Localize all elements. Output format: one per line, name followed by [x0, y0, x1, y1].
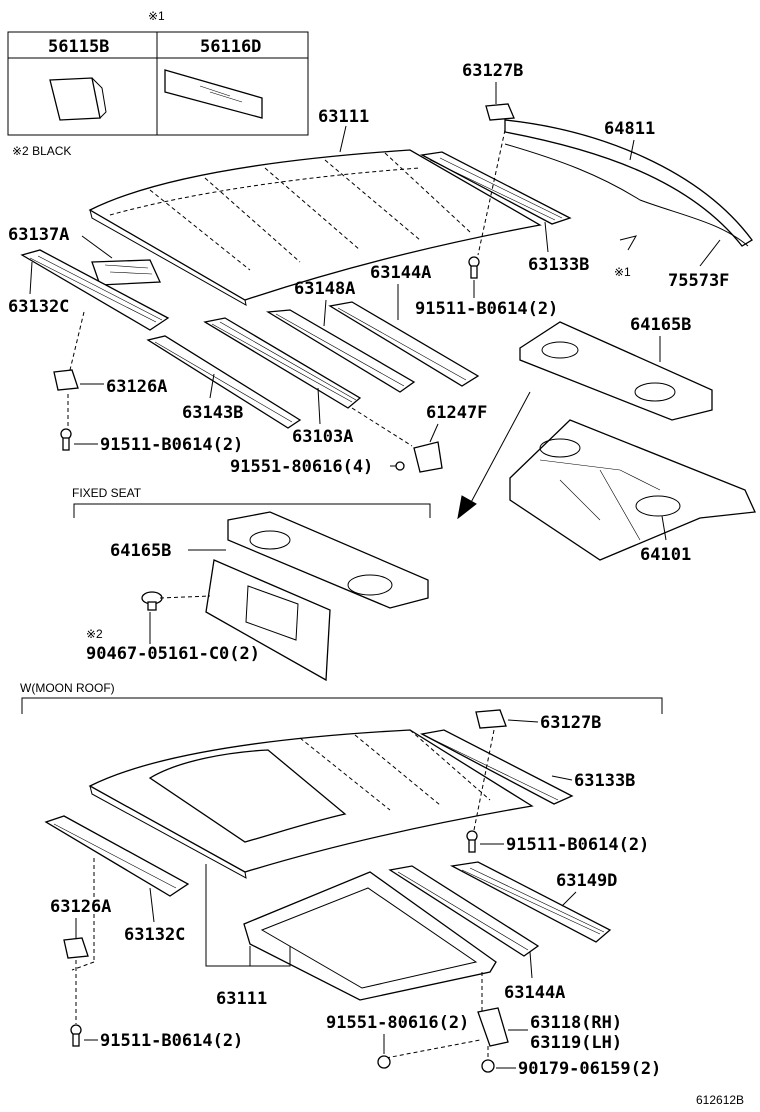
label-63111-top: 63111	[318, 107, 369, 127]
note-box-frame	[7, 31, 309, 136]
label-91511-bot-left: 91511-B0614(2)	[100, 1031, 243, 1051]
label-63144a-top: 63144A	[370, 263, 431, 283]
section-fixed-seat: FIXED SEAT	[72, 486, 142, 500]
package-tray-64165b-fixed	[205, 511, 429, 682]
mark-1-small: ※1	[614, 265, 631, 279]
bracket-63118-63119	[477, 1007, 509, 1047]
label-63133b-bot: 63133B	[574, 771, 635, 791]
assembly-arrow	[467, 391, 531, 509]
label-91551-top: 91551-80616(4)	[230, 457, 373, 477]
sunroof-housing	[243, 871, 497, 1001]
label-63119: 63119(LH)	[530, 1033, 622, 1053]
roof-bow-63103a	[203, 317, 362, 409]
bolt-91511-bot-left	[70, 1024, 82, 1047]
label-63127b-bot: 63127B	[540, 713, 601, 733]
note-box-col1: 56115B	[48, 37, 109, 57]
note-box: ※1 56115B 56116D ※2 BLACK	[7, 9, 309, 158]
clip-56116d-drawing	[164, 69, 263, 119]
label-64165b-top: 64165B	[630, 315, 691, 335]
clip-56115b-drawing	[49, 77, 101, 121]
nut-90179	[481, 1059, 495, 1073]
label-63118: 63118(RH)	[530, 1013, 622, 1033]
roof-bow-63143b	[146, 335, 302, 429]
label-63132c-bot: 63132C	[124, 925, 185, 945]
clip-63126a-top	[53, 369, 79, 391]
nut-91551-bot	[377, 1055, 391, 1069]
nut-91551-top	[395, 461, 405, 471]
label-63126a-bot: 63126A	[50, 897, 111, 917]
label-63127b-top: 63127B	[462, 61, 523, 81]
label-63148a: 63148A	[294, 279, 355, 299]
mark-2: ※2	[86, 627, 103, 641]
front-rail-63132c-top	[20, 249, 170, 331]
roof-panel-moonroof	[88, 729, 534, 879]
roof-bow-63144a-bot	[388, 865, 540, 957]
diagram-ref-number: 612612B	[696, 1093, 744, 1107]
label-64811: 64811	[604, 119, 655, 139]
bracket-61247f	[413, 441, 443, 473]
roof-bow-63144a-top	[328, 301, 480, 387]
roof-bow-63149d	[449, 861, 612, 943]
label-64165b-fixed: 64165B	[110, 541, 171, 561]
bolt-91511-bot-right	[466, 830, 478, 853]
note-box-mark: ※1	[148, 9, 165, 23]
panel-64101	[509, 419, 756, 561]
label-63137a: 63137A	[8, 225, 69, 245]
roof-bow-63148a	[265, 309, 416, 393]
label-63149d: 63149D	[556, 871, 617, 891]
label-90467: 90467-05161-C0(2)	[86, 644, 260, 664]
package-tray-64165b-top	[519, 321, 713, 421]
label-64101: 64101	[640, 545, 691, 565]
label-61247f: 61247F	[426, 403, 487, 423]
label-63103a: 63103A	[292, 427, 353, 447]
clip-63127b-top	[485, 103, 515, 121]
label-63132c-top: 63132C	[8, 297, 69, 317]
clip-63126a-bot	[63, 937, 89, 959]
rear-rail-63133b-bot	[420, 729, 574, 805]
bolt-91511-left	[60, 428, 72, 451]
rear-rail-63133b	[419, 151, 572, 225]
label-63111-bot: 63111	[216, 989, 267, 1009]
label-75573f: 75573F	[668, 271, 729, 291]
label-63143b: 63143B	[182, 403, 243, 423]
sunroof-opening	[148, 749, 347, 843]
roof-panel-top	[88, 149, 542, 306]
label-91551-bot: 91551-80616(2)	[326, 1013, 469, 1033]
trim-64811	[504, 119, 753, 247]
label-91511-bot-right: 91511-B0614(2)	[506, 835, 649, 855]
label-63126a-top: 63126A	[106, 377, 167, 397]
label-91511-top: 91511-B0614(2)	[415, 299, 558, 319]
label-91511-left: 91511-B0614(2)	[100, 435, 243, 455]
clip-90467	[141, 591, 163, 611]
bolt-91511-top	[468, 256, 480, 279]
bracket-63137a	[91, 259, 161, 286]
section-moon-roof: W(MOON ROOF)	[20, 681, 115, 695]
clip-63127b-bot	[475, 709, 507, 729]
label-90179: 90179-06159(2)	[518, 1059, 661, 1079]
note-box-col2: 56116D	[200, 37, 261, 57]
label-63144a-bot: 63144A	[504, 983, 565, 1003]
label-63133b-top: 63133B	[528, 255, 589, 275]
note-box-note: ※2 BLACK	[12, 144, 71, 158]
front-rail-63132c-bot	[44, 815, 190, 897]
